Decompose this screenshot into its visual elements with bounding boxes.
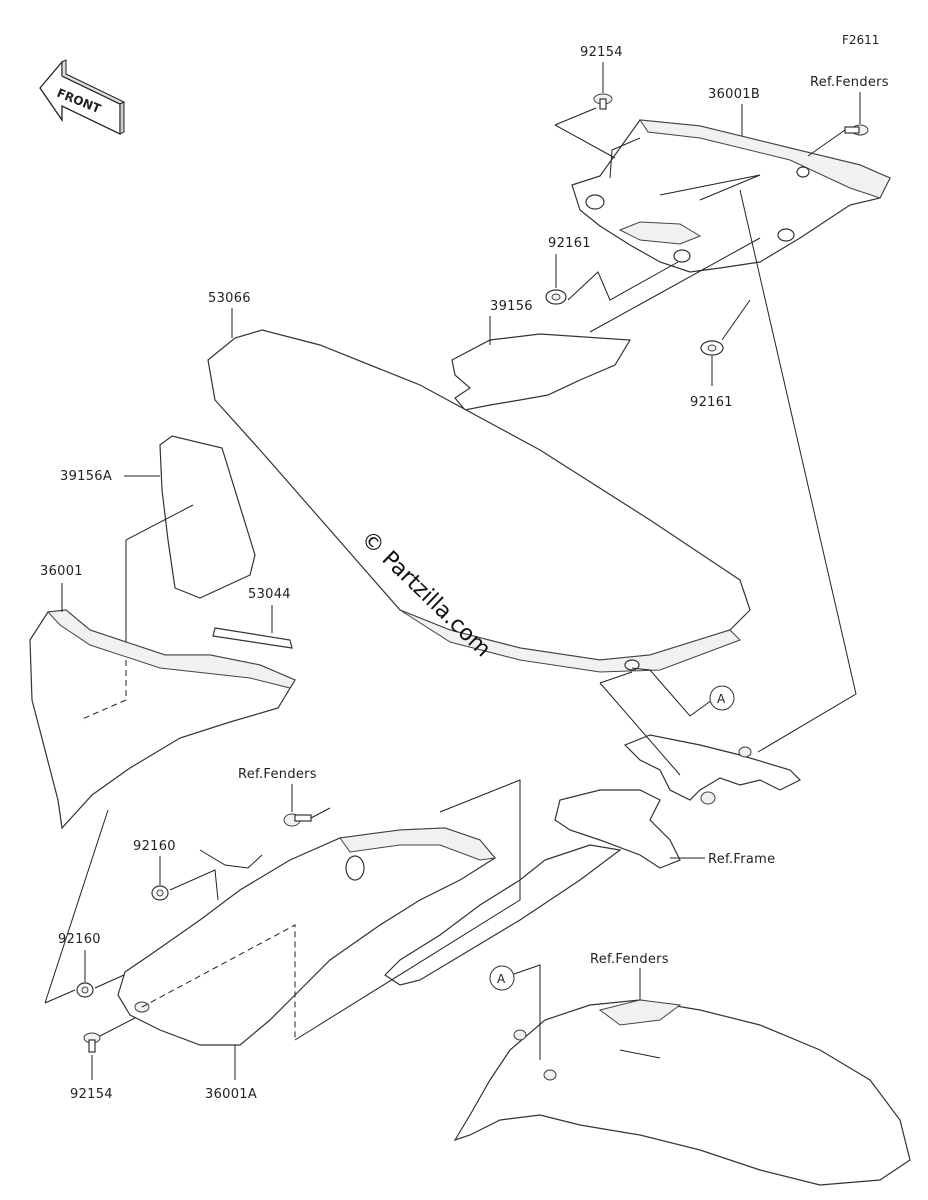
side-cover-36001b [571,119,891,273]
rear-fender [453,999,911,1186]
side-cover-36001a [117,779,521,1046]
seat-53066 [207,329,751,673]
grommet-92160-lower [44,809,125,1004]
svg-text:A: A [717,692,726,706]
bolt-92154-bottom [83,1017,136,1080]
label-36001: 36001 [40,564,83,579]
reference-circle-a-lower: A [489,964,541,1060]
svg-text:A: A [497,972,506,986]
label-ref-fenders-lower: Ref.Fenders [590,952,669,967]
reference-circle-a-upper: A [631,667,735,717]
grommet-92161-left [545,254,679,305]
label-53044: 53044 [248,587,291,602]
label-92154-top: 92154 [580,45,623,60]
label-92161-left: 92161 [548,236,591,251]
side-cover-36001 [29,583,296,830]
label-92160-lower: 92160 [58,932,101,947]
bolt-92154-top [554,62,616,159]
label-39156a: 39156A [60,469,112,484]
front-arrow-icon: FRONT [39,59,126,136]
pin-53044 [212,605,293,649]
figure-code: F2611 [842,33,879,47]
grommet-92160-upper [151,856,219,901]
label-53066: 53066 [208,291,251,306]
bolt-ref-fenders-top [807,92,869,157]
label-92160-upper: 92160 [133,839,176,854]
label-92161-right: 92161 [690,395,733,410]
label-ref-fenders-top: Ref.Fenders [810,75,889,90]
label-ref-frame: Ref.Frame [708,852,775,867]
grommet-92161-right [700,299,751,386]
label-36001b: 36001B [708,87,760,102]
pad-39156a [124,435,256,660]
bolt-ref-fenders-mid [283,784,331,827]
label-36001a: 36001A [205,1087,257,1102]
label-92154-bottom: 92154 [70,1087,113,1102]
label-39156: 39156 [490,299,533,314]
rear-frame [384,189,857,986]
pad-39156 [451,237,761,411]
label-ref-fenders-mid: Ref.Fenders [238,767,317,782]
